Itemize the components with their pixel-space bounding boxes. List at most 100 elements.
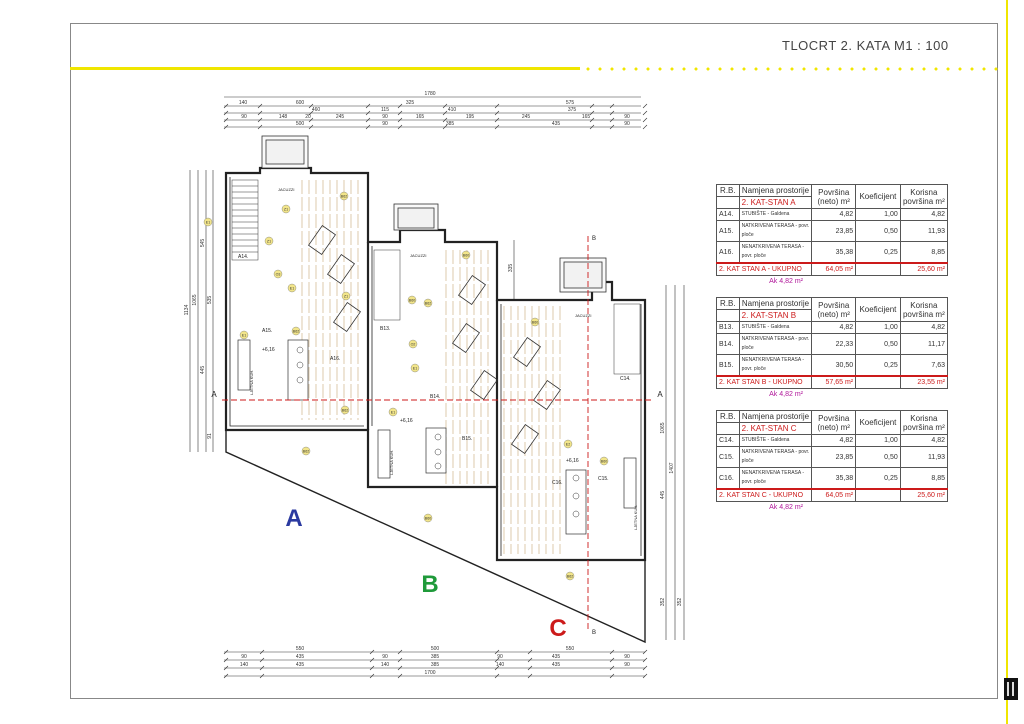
svg-text:Z1: Z1	[344, 294, 348, 298]
svg-text:B62: B62	[293, 329, 299, 333]
svg-text:245: 245	[522, 114, 531, 120]
element-tag: E1	[203, 217, 213, 227]
bottom-dimension-chains	[223, 649, 648, 679]
svg-text:E1: E1	[242, 333, 246, 337]
sun-loungers	[308, 225, 561, 454]
section-mark-a-right: A	[657, 390, 663, 399]
dim-bottom-overall: 1700	[424, 670, 435, 676]
col-useful: Korisna površina m²	[899, 184, 949, 209]
svg-text:B15.: B15.	[462, 436, 472, 442]
col-rb: R.B.	[716, 184, 740, 197]
svg-text:352: 352	[677, 598, 683, 607]
svg-text:C14.: C14.	[620, 376, 631, 382]
svg-text:B60: B60	[463, 253, 469, 257]
element-tag: O3	[273, 269, 283, 279]
col-area: Površina (neto) m²	[811, 410, 857, 435]
col-area: Površina (neto) m²	[811, 297, 857, 322]
svg-text:460: 460	[312, 107, 321, 113]
element-tag: B60	[407, 295, 417, 305]
col-useful: Korisna površina m²	[899, 297, 949, 322]
element-tag: B62	[565, 571, 575, 581]
unit-letter-a: A	[285, 505, 302, 532]
stair-c	[613, 303, 641, 375]
element-tag: B60	[461, 250, 471, 260]
svg-text:90: 90	[497, 654, 503, 660]
top-dimension-chains	[223, 96, 648, 130]
room-labels: A14. A15. A16. B13. B14. B15. C14. C15. …	[238, 254, 631, 486]
svg-text:B62: B62	[342, 408, 348, 412]
svg-text:245: 245	[336, 114, 345, 120]
svg-text:B60: B60	[601, 459, 607, 463]
col-area: Površina (neto) m²	[811, 184, 857, 209]
svg-text:B60: B60	[425, 516, 431, 520]
svg-text:JACUZZI: JACUZZI	[575, 313, 591, 318]
svg-text:410: 410	[448, 107, 457, 113]
col-coef: Koeficijent	[855, 184, 901, 209]
side-dimension-texts: 1134 1065 545 535 445 91 335 1065 1407 4…	[184, 239, 683, 607]
svg-text:500: 500	[431, 646, 440, 652]
stair-b	[373, 249, 401, 321]
svg-text:JACUZZI: JACUZZI	[278, 187, 294, 192]
ak-row: Ak 4,82 m²	[769, 391, 803, 398]
svg-text:+6,16: +6,16	[566, 458, 579, 464]
svg-text:90: 90	[241, 114, 247, 120]
svg-text:1065: 1065	[660, 422, 666, 433]
element-tag: B62	[340, 405, 350, 415]
svg-text:1407: 1407	[669, 462, 675, 473]
svg-text:91: 91	[207, 433, 213, 439]
section-mark-a-left: A	[211, 390, 217, 399]
unit-letter-c: C	[549, 615, 566, 642]
element-tag: E1	[239, 330, 249, 340]
svg-text:325: 325	[406, 100, 415, 106]
svg-text:115: 115	[381, 107, 389, 113]
svg-text:B13.: B13.	[380, 326, 390, 332]
element-tag: Z1	[341, 291, 351, 301]
svg-text:C15.: C15.	[598, 476, 609, 482]
svg-text:385: 385	[431, 662, 440, 668]
svg-text:A15.: A15.	[262, 328, 272, 334]
element-tags: E1E1E1E1E1E2Z1Z1Z1O3O2B62B62B62B62B60B60…	[203, 191, 609, 581]
svg-text:LJETNA KUH.: LJETNA KUH.	[633, 505, 638, 530]
element-tag: Z1	[264, 236, 274, 246]
jacuzzi-labels: JACUZZI JACUZZI JACUZZI	[278, 187, 591, 318]
svg-text:435: 435	[552, 654, 561, 660]
svg-text:195: 195	[466, 114, 475, 120]
svg-text:500: 500	[296, 121, 305, 127]
svg-text:575: 575	[566, 100, 575, 106]
sheet-frame	[70, 23, 998, 699]
svg-text:140: 140	[381, 662, 390, 668]
svg-text:B62: B62	[567, 574, 573, 578]
apartment-name: 2. KAT-STAN C	[738, 422, 813, 435]
svg-text:435: 435	[296, 662, 305, 668]
element-tag: B60	[423, 513, 433, 523]
corner-logo	[1004, 678, 1018, 700]
svg-text:165: 165	[416, 114, 425, 120]
svg-text:E1: E1	[391, 410, 395, 414]
svg-text:1134: 1134	[184, 304, 190, 315]
element-tag: E1	[410, 363, 420, 373]
element-tag: E2	[563, 439, 573, 449]
svg-text:O3: O3	[276, 272, 281, 276]
svg-text:435: 435	[552, 121, 561, 127]
svg-text:E2: E2	[566, 442, 570, 446]
col-name: Namjena prostorije	[738, 297, 813, 310]
element-tag: B62	[339, 191, 349, 201]
svg-text:C16.: C16.	[552, 480, 563, 486]
svg-text:550: 550	[296, 646, 305, 652]
side-dimension-chains	[189, 170, 685, 640]
svg-text:352: 352	[660, 598, 666, 607]
svg-text:90: 90	[382, 121, 388, 127]
col-useful: Korisna površina m²	[899, 410, 949, 435]
element-tag: B60	[599, 456, 609, 466]
title-underline	[70, 67, 580, 70]
svg-text:335: 335	[508, 264, 514, 273]
svg-text:B60: B60	[532, 320, 538, 324]
unit-letter-b: B	[421, 571, 438, 598]
